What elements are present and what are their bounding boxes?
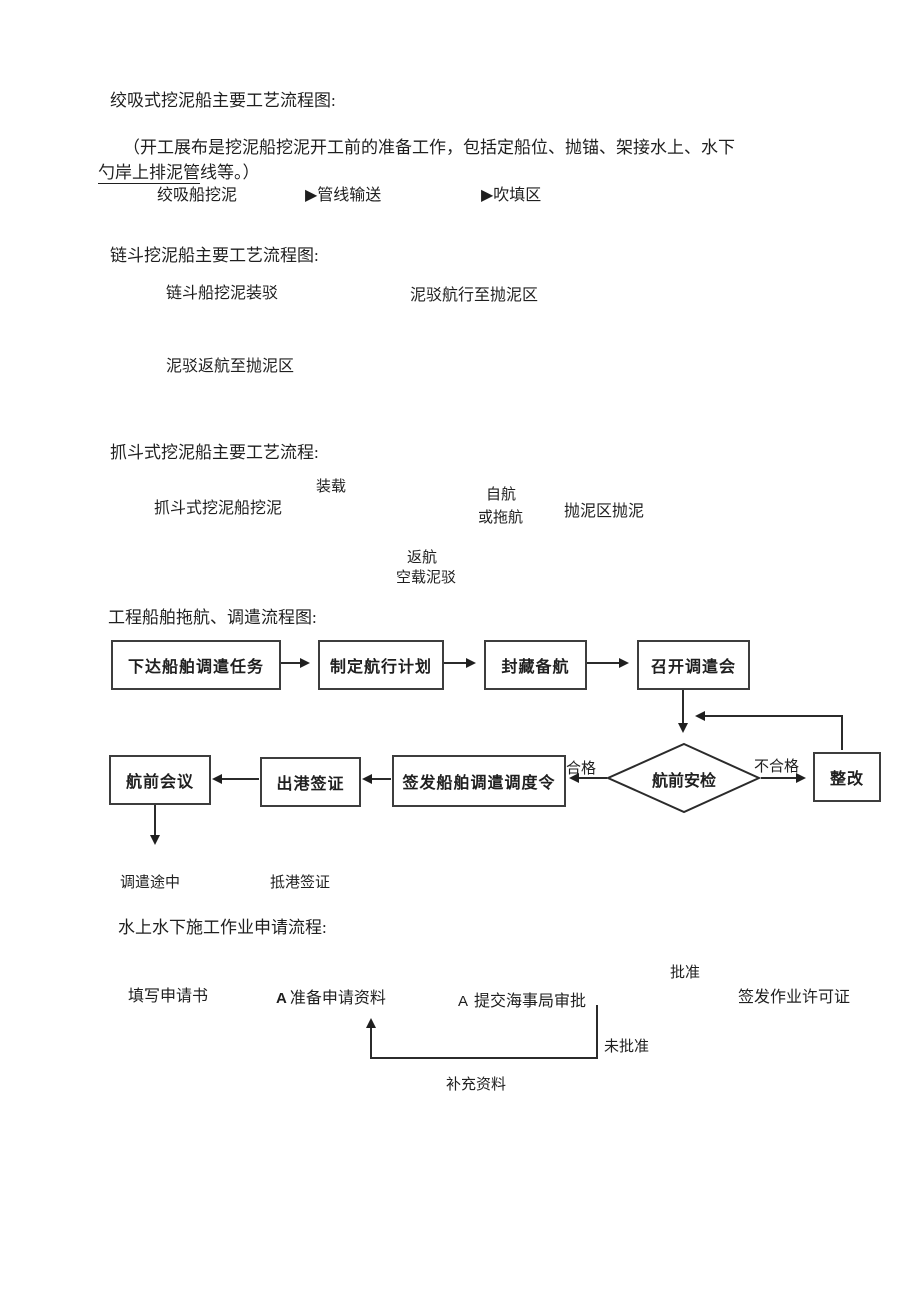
s5-step-fill-form: 填写申请书 — [128, 988, 209, 1005]
s1-step-pipeline: ▶管线输送 — [305, 187, 382, 204]
label-not-approved: 未批准 — [604, 1039, 650, 1055]
s2-step-sail: 泥驳航行至抛泥区 — [410, 287, 539, 304]
section1-note-line1: （开工展布是挖泥船挖泥开工前的准备工作，包括定船位、抛锚、架接水上、水下 — [123, 138, 735, 157]
arrow-rectify-feedback — [695, 711, 843, 750]
section3-title: 抓斗式挖泥船主要工艺流程: — [110, 443, 319, 462]
decision-diamond — [605, 742, 762, 814]
s3-step-dump: 抛泥区抛泥 — [564, 503, 645, 520]
s3-label-towed: 或拖航 — [478, 510, 524, 526]
label-supplement: 补充资料 — [446, 1077, 507, 1093]
s5-step-issue-permit: 签发作业许可证 — [738, 989, 851, 1006]
flow-box-dispatch-order: 签发船舶调遣调度令 — [392, 755, 566, 807]
note-rest: 线等。） — [200, 163, 260, 182]
submit-msa-text: 提交海事局审批 — [474, 993, 587, 1010]
label-pass: 合格 — [566, 761, 597, 777]
section5-title: 水上水下施工作业申请流程: — [118, 918, 327, 937]
flow-box-issue-task: 下达船舶调遣任务 — [111, 640, 281, 690]
flow-box-departure-visa: 出港签证 — [260, 757, 361, 807]
flow-box-rectify: 整改 — [813, 752, 881, 802]
s3-label-self-sail: 自航 — [486, 487, 517, 503]
section4-title: 工程船舶拖航、调遣流程图: — [108, 608, 317, 627]
flow-box-dispatch-meeting: 召开调遣会 — [637, 640, 750, 690]
section2-title: 链斗挖泥船主要工艺流程图: — [110, 246, 319, 265]
label-arrival-visa: 抵港签证 — [270, 875, 331, 891]
flow-diamond-presail-check: 航前安检 — [651, 773, 717, 790]
s3-label-return: 返航 — [407, 550, 438, 566]
marker-a2: A — [458, 993, 469, 1010]
section1-note-line2: 勺岸上排泥管线等。） — [98, 158, 260, 184]
s3-label-load: 装载 — [316, 479, 347, 495]
s3-step-dredge: 抓斗式挖泥船挖泥 — [154, 500, 283, 517]
s1-step-dredge: 绞吸船挖泥 — [157, 187, 238, 204]
section1-title: 绞吸式挖泥船主要工艺流程图: — [110, 91, 336, 110]
s2-step-load: 链斗船挖泥装驳 — [166, 285, 279, 302]
flow-box-make-plan: 制定航行计划 — [318, 640, 444, 690]
label-approved: 批准 — [670, 965, 701, 981]
flow-box-presail-meeting: 航前会议 — [109, 755, 211, 805]
underlined-text: 勺岸上排泥管 — [98, 163, 200, 184]
s5-step-submit-msa: A 提交海事局审批 — [458, 987, 586, 1011]
flow-box-seal-prepare: 封藏备航 — [484, 640, 587, 690]
prepare-docs-text: 准备申请资料 — [289, 990, 386, 1007]
label-enroute: 调遣途中 — [120, 875, 181, 891]
marker-a1: A — [276, 990, 287, 1007]
arrow-rejected-loop — [366, 1005, 598, 1059]
label-fail: 不合格 — [754, 759, 800, 775]
s2-step-return: 泥驳返航至抛泥区 — [166, 358, 295, 375]
s1-step-fill-area: ▶吹填区 — [481, 187, 542, 204]
s3-label-empty-barge: 空载泥驳 — [396, 570, 457, 586]
